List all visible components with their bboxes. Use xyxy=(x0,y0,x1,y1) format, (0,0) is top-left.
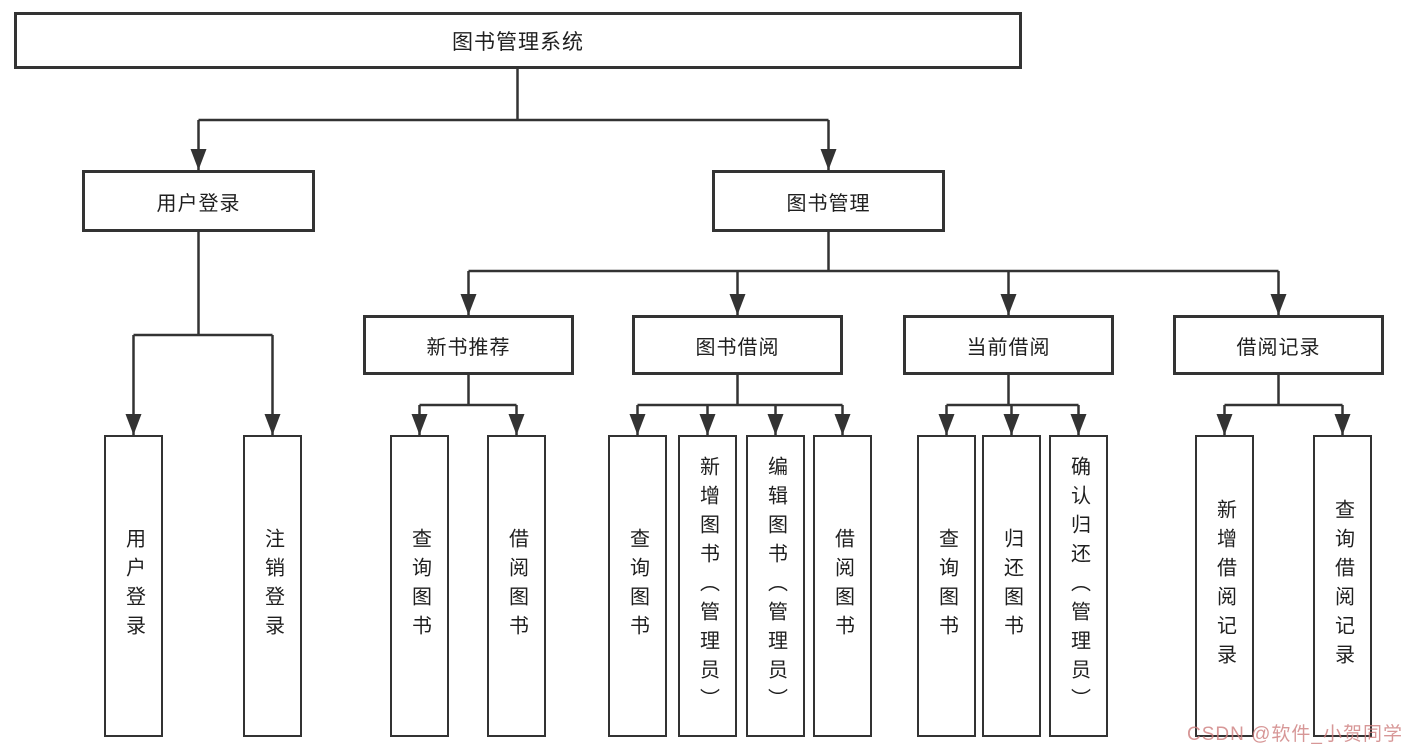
node-book-management: 图书管理 xyxy=(712,170,945,232)
leaf-return-books: 归还图书 xyxy=(982,435,1041,737)
leaf-borrow-books-borrow: 借阅图书 xyxy=(813,435,872,737)
node-root: 图书管理系统 xyxy=(14,12,1022,69)
node-current-borrow: 当前借阅 xyxy=(903,315,1114,375)
leaf-query-books-current: 查询图书 xyxy=(917,435,976,737)
node-new-book-recommend: 新书推荐 xyxy=(363,315,574,375)
node-book-borrow: 图书借阅 xyxy=(632,315,843,375)
node-borrow-records: 借阅记录 xyxy=(1173,315,1384,375)
leaf-confirm-return-admin: 确认归还（管理员） xyxy=(1049,435,1108,737)
leaf-add-books-admin: 新增图书（管理员） xyxy=(678,435,737,737)
leaf-add-borrow-record: 新增借阅记录 xyxy=(1195,435,1254,737)
leaf-query-borrow-record: 查询借阅记录 xyxy=(1313,435,1372,737)
leaf-logout-login: 注销登录 xyxy=(243,435,302,737)
leaf-query-books-recommend: 查询图书 xyxy=(390,435,449,737)
leaf-borrow-books-recommend: 借阅图书 xyxy=(487,435,546,737)
node-user-login: 用户登录 xyxy=(82,170,315,232)
leaf-query-books-borrow: 查询图书 xyxy=(608,435,667,737)
leaf-edit-books-admin: 编辑图书（管理员） xyxy=(746,435,805,737)
leaf-user-login: 用户登录 xyxy=(104,435,163,737)
